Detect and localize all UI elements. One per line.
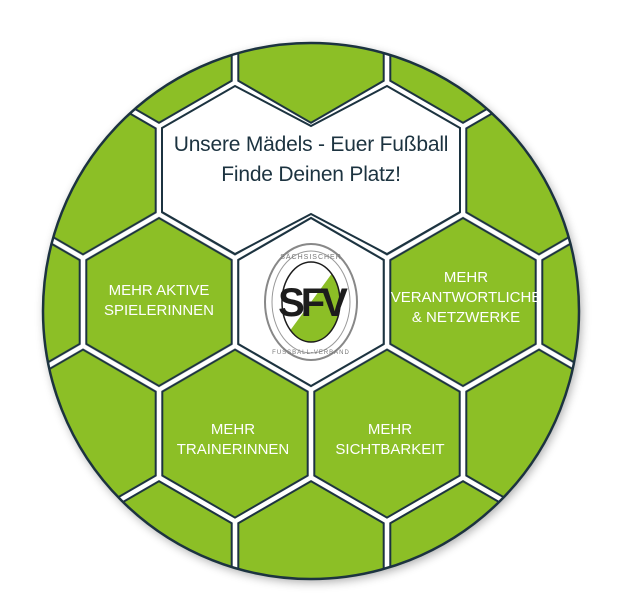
- goal-line: SPIELERINNEN: [103, 302, 215, 319]
- logo-text-bottom: FUSSBALL-VERBAND: [272, 350, 350, 356]
- goal-line: MEHR: [210, 421, 256, 438]
- headline-line2: Finde Deinen Platz!: [221, 163, 401, 186]
- goal-line: TRAINERINNEN: [176, 441, 290, 458]
- goal-line: MEHR AKTIVE: [108, 282, 210, 299]
- ball-outline: [41, 41, 581, 581]
- goal-active-players: MEHR AKTIVE SPIELERINNEN: [104, 281, 214, 321]
- goal-line: & NETZWERKE: [411, 309, 521, 326]
- goal-responsible-networks: MEHR VERANTWORTLICHE & NETZWERKE: [391, 268, 542, 328]
- logo-monogram: SFV: [278, 281, 348, 325]
- goal-line: MEHR: [367, 421, 413, 438]
- goal-visibility: MEHR SICHTBARKEIT: [335, 420, 444, 460]
- sfv-logo: SFV SÄCHSISCHER FUSSBALL-VERBAND: [264, 243, 358, 361]
- goal-line: VERANTWORTLICHE: [390, 289, 542, 306]
- logo-text-top: SÄCHSISCHER: [280, 253, 342, 261]
- goal-coaches: MEHR TRAINERINNEN: [177, 420, 290, 460]
- goal-line: SICHTBARKEIT: [335, 441, 445, 458]
- goal-line: MEHR: [443, 269, 489, 286]
- headline-hexagon: [161, 84, 461, 256]
- headline: Unsere Mädels - Euer Fußball Finde Deine…: [174, 130, 449, 190]
- headline-line1: Unsere Mädels - Euer Fußball: [173, 133, 449, 156]
